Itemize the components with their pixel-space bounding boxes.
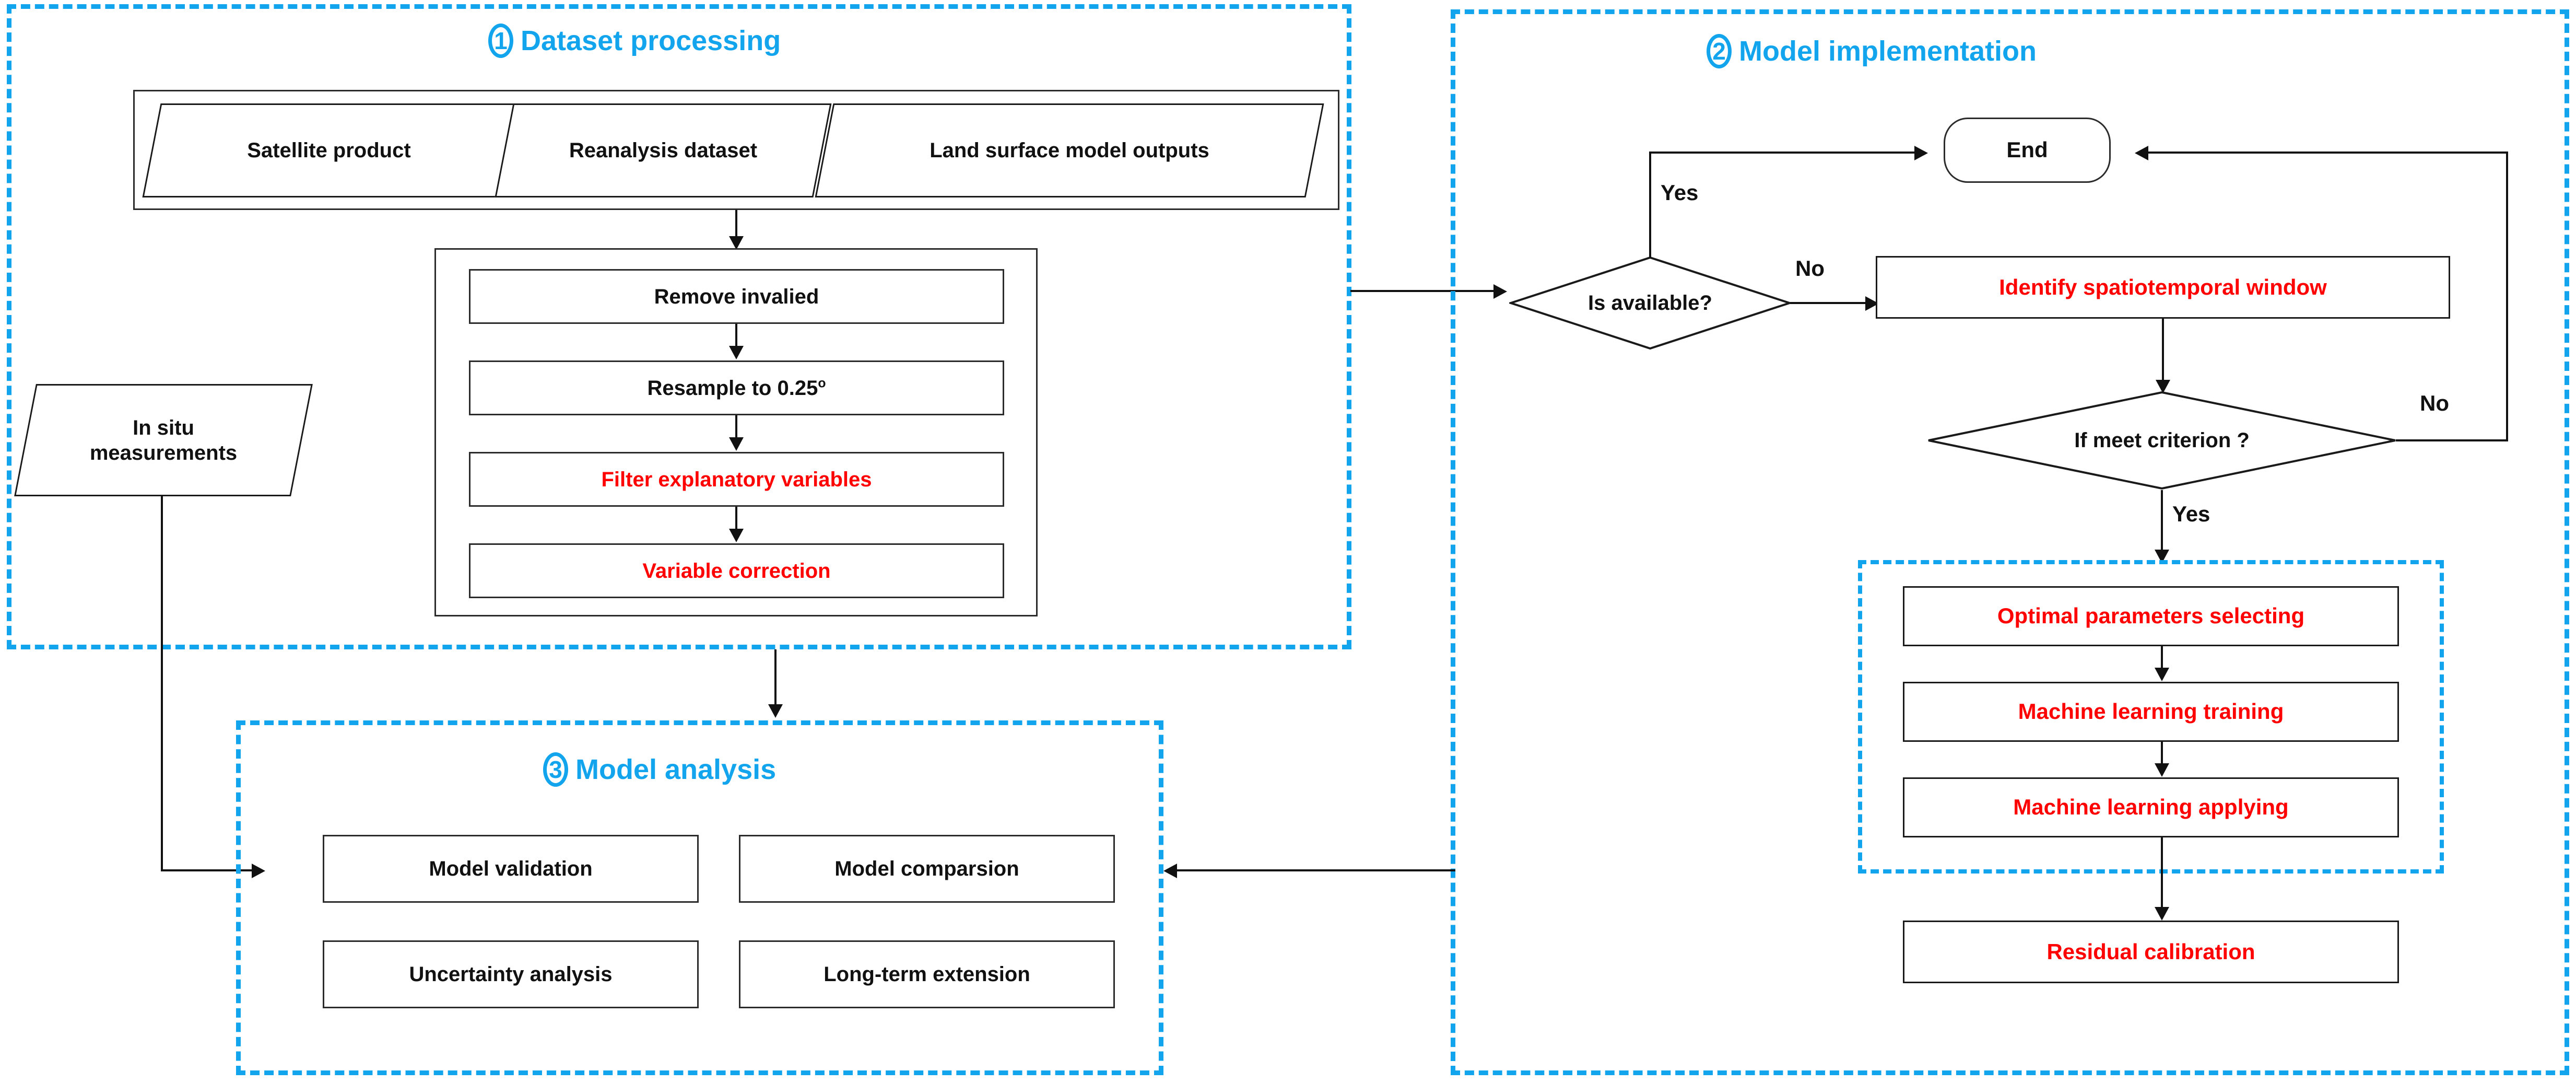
section-3-label: Model analysis (575, 754, 777, 785)
section-2-model-implementation-frame (1451, 9, 2569, 1075)
connector-criterion-no-vertical (2506, 152, 2508, 440)
arrowhead-applying-to-residual (2155, 907, 2169, 921)
arrowhead-step1-step2 (729, 346, 744, 359)
degree-superscript: o (818, 376, 826, 391)
step-variable-correction[interactable]: Variable correction (469, 543, 1004, 598)
step-remove-invalied[interactable]: Remove invalied (469, 269, 1004, 324)
connector-step1-step2 (735, 324, 737, 355)
step-machine-learning-training[interactable]: Machine learning training (1903, 682, 2399, 742)
connector-insitu-vertical (161, 495, 163, 870)
analysis-long-term-extension-label: Long-term extension (824, 963, 1030, 986)
connector-step2-step3 (735, 415, 737, 447)
decision-if-meet-criterion[interactable]: If meet criterion ? (1927, 391, 2397, 490)
section-3-title: 3 Model analysis (543, 752, 776, 787)
analysis-model-comparsion-label: Model comparsion (834, 857, 1019, 880)
step-remove-invalied-label: Remove invalied (654, 285, 819, 308)
analysis-model-validation-label: Model validation (429, 857, 593, 880)
arrowhead-optimal-to-training (2155, 668, 2169, 681)
arrowhead-step2-step3 (729, 437, 744, 451)
connector-criterion-yes (2161, 490, 2163, 558)
connector-optimal-to-training (2161, 646, 2163, 677)
analysis-model-validation[interactable]: Model validation (323, 835, 699, 903)
section-2-title: 2 Model implementation (1707, 34, 2037, 68)
analysis-uncertainty-analysis-label: Uncertainty analysis (409, 963, 613, 986)
analysis-uncertainty-analysis[interactable]: Uncertainty analysis (323, 940, 699, 1008)
step-filter-explanatory-variables-label: Filter explanatory variables (601, 468, 872, 491)
connector-isavailable-no (1790, 302, 1874, 304)
step-machine-learning-applying[interactable]: Machine learning applying (1903, 777, 2399, 837)
processing-steps-group (434, 248, 1038, 616)
input-reanalysis-dataset[interactable]: Reanalysis dataset (495, 103, 832, 197)
input-reanalysis-dataset-label: Reanalysis dataset (569, 139, 758, 162)
input-land-surface-model-outputs[interactable]: Land surface model outputs (815, 103, 1324, 197)
arrowhead-training-to-applying (2155, 763, 2169, 777)
end-node[interactable]: End (1944, 118, 2111, 183)
connector-applying-to-residual (2161, 837, 2163, 916)
section-1-label: Dataset processing (521, 25, 781, 56)
section-3-number-badge: 3 (543, 752, 568, 787)
input-land-surface-model-outputs-label: Land surface model outputs (930, 139, 1209, 162)
arrowhead-criterion-no-to-end (2135, 146, 2148, 160)
connector-insitu-horizontal (161, 869, 260, 871)
connector-criterion-no-horizontal (2396, 439, 2508, 441)
section-1-title: 1 Dataset processing (488, 24, 781, 58)
section-2-label: Model implementation (1739, 36, 2037, 67)
connector-inputs-to-steps (735, 210, 737, 247)
connector-section2-to-section3 (1175, 869, 1455, 871)
arrowhead-insitu-to-analysis (252, 864, 265, 878)
section-2-number-badge: 2 (1707, 34, 1732, 68)
section-3-model-analysis-frame (236, 720, 1163, 1075)
arrowhead-inputs-to-steps (729, 236, 744, 250)
connector-criterion-no-to-end (2147, 152, 2508, 154)
end-node-label: End (2006, 137, 2048, 162)
diamond-shape (1509, 256, 1791, 350)
step-optimal-parameters-selecting[interactable]: Optimal parameters selecting (1903, 586, 2399, 646)
step-identify-spatiotemporal-window-label: Identify spatiotemporal window (1999, 274, 2327, 299)
step-optimal-parameters-selecting-label: Optimal parameters selecting (1997, 603, 2305, 628)
step-machine-learning-training-label: Machine learning training (2018, 699, 2284, 724)
decision-is-available-label: Is available? (1588, 291, 1712, 315)
input-satellite-product-label: Satellite product (247, 139, 411, 162)
edge-label-criterion-no: No (2420, 391, 2449, 415)
edge-label-criterion-yes: Yes (2172, 502, 2210, 526)
edge-label-is-available-yes: Yes (1661, 180, 1699, 205)
arrowhead-section2-to-section3 (1163, 864, 1177, 878)
step-residual-calibration-label: Residual calibration (2046, 939, 2255, 964)
connector-isavailable-yes-horizontal (1649, 152, 1921, 154)
arrowhead-yes-to-end (1914, 146, 1928, 160)
step-resample[interactable]: Resample to 0.25o (469, 360, 1004, 415)
analysis-long-term-extension[interactable]: Long-term extension (739, 940, 1115, 1008)
input-satellite-product[interactable]: Satellite product (142, 103, 516, 197)
connector-step3-step4 (735, 507, 737, 538)
section-1-dataset-processing-frame (7, 4, 1351, 649)
step-resample-label: Resample to 0.25o (647, 376, 826, 400)
connector-section1-to-section3 (774, 649, 777, 708)
connector-identify-to-criterion (2162, 319, 2164, 384)
input-in-situ-measurements[interactable]: In situ measurements (14, 384, 313, 496)
arrowhead-identify-to-criterion (2156, 380, 2170, 393)
connector-isavailable-yes-vertical (1649, 152, 1651, 259)
step-filter-explanatory-variables[interactable]: Filter explanatory variables (469, 452, 1004, 507)
analysis-model-comparsion[interactable]: Model comparsion (739, 835, 1115, 903)
step-residual-calibration[interactable]: Residual calibration (1903, 921, 2399, 983)
machine-learning-group-frame (1858, 560, 2444, 874)
decision-is-available[interactable]: Is available? (1509, 256, 1791, 350)
input-datasets-group (133, 90, 1339, 210)
decision-if-meet-criterion-label: If meet criterion ? (2074, 428, 2250, 452)
arrowhead-section1-to-section3 (768, 704, 783, 718)
edge-label-is-available-no: No (1795, 256, 1825, 281)
connector-training-to-applying (2161, 742, 2163, 772)
arrowhead-step3-step4 (729, 529, 744, 542)
diamond-shape (1928, 391, 2396, 490)
step-variable-correction-label: Variable correction (642, 559, 831, 583)
section-1-number-badge: 1 (488, 24, 513, 58)
input-in-situ-measurements-label: In situ measurements (89, 416, 238, 464)
step-identify-spatiotemporal-window[interactable]: Identify spatiotemporal window (1876, 256, 2450, 319)
connector-section1-to-section2 (1350, 290, 1502, 292)
step-machine-learning-applying-label: Machine learning applying (2013, 795, 2289, 820)
arrowhead-section1-to-section2 (1493, 284, 1507, 299)
